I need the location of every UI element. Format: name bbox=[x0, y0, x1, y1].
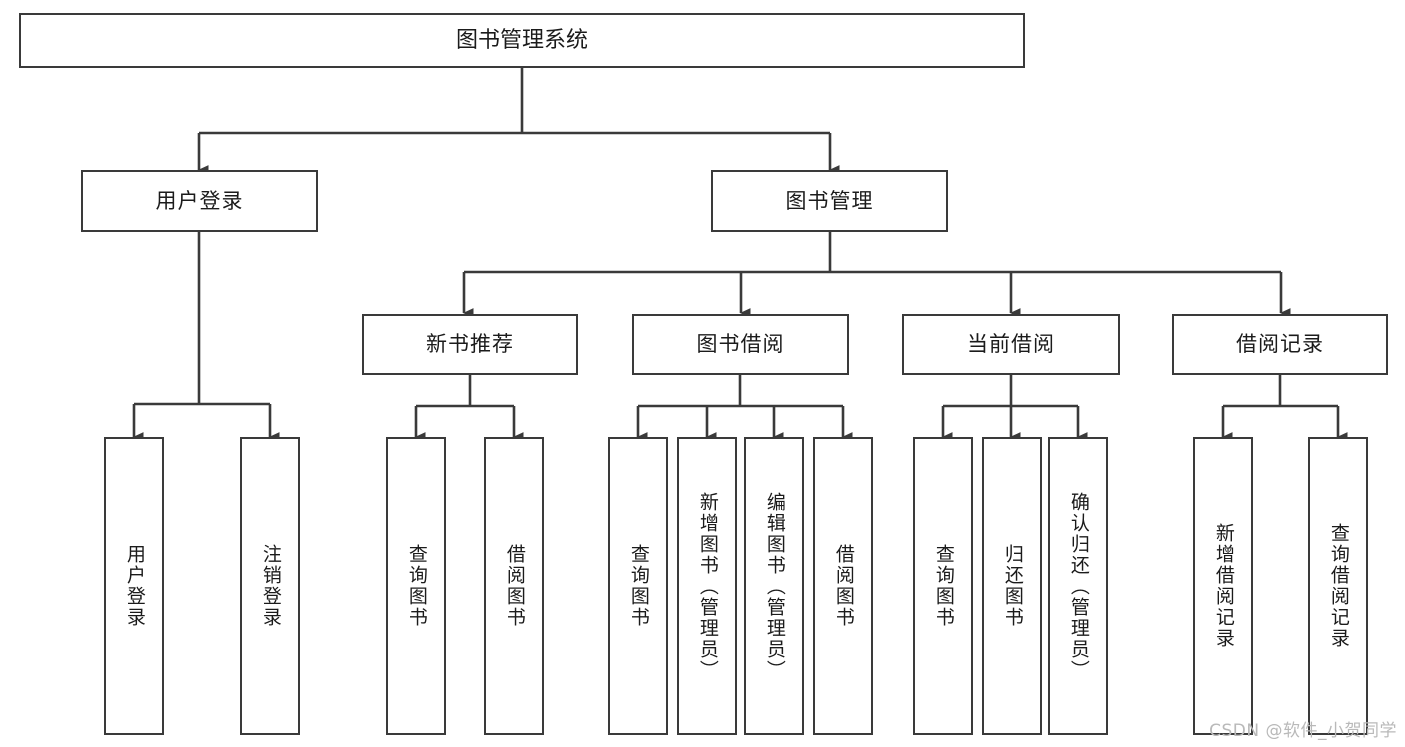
node-label: 归还图书 bbox=[1001, 544, 1024, 628]
node-label: 图书借阅 bbox=[696, 332, 785, 357]
node-book-management[interactable]: 图书管理 bbox=[711, 170, 948, 232]
node-label: 查询图书 bbox=[627, 544, 650, 628]
node-leaf-add-borrow-record[interactable]: 新增借阅记录 bbox=[1193, 437, 1253, 735]
node-leaf-logout[interactable]: 注销登录 bbox=[240, 437, 300, 735]
node-leaf-query-book-recommend[interactable]: 查询图书 bbox=[386, 437, 446, 735]
node-leaf-query-book-borrow[interactable]: 查询图书 bbox=[608, 437, 668, 735]
node-leaf-query-borrow-record[interactable]: 查询借阅记录 bbox=[1308, 437, 1368, 735]
node-label: 图书管理 bbox=[785, 188, 874, 213]
node-label: 查询图书 bbox=[932, 544, 955, 628]
node-borrow-record[interactable]: 借阅记录 bbox=[1172, 314, 1388, 375]
node-label: 用户登录 bbox=[123, 544, 146, 628]
node-leaf-edit-book-admin[interactable]: 编辑图书（管理员） bbox=[744, 437, 804, 735]
node-leaf-add-book-admin[interactable]: 新增图书（管理员） bbox=[677, 437, 737, 735]
node-leaf-confirm-return-admin[interactable]: 确认归还（管理员） bbox=[1048, 437, 1108, 735]
node-label: 借阅图书 bbox=[832, 544, 855, 628]
node-label: 新增图书（管理员） bbox=[696, 491, 719, 681]
node-user-login[interactable]: 用户登录 bbox=[81, 170, 318, 232]
node-label: 借阅图书 bbox=[503, 544, 526, 628]
node-current-borrow[interactable]: 当前借阅 bbox=[902, 314, 1120, 375]
node-leaf-borrow-book[interactable]: 借阅图书 bbox=[813, 437, 873, 735]
node-book-borrow[interactable]: 图书借阅 bbox=[632, 314, 849, 375]
watermark: CSDN @软件_小贺同学 bbox=[1209, 721, 1397, 741]
node-label: 用户登录 bbox=[155, 188, 244, 213]
node-label: 图书管理系统 bbox=[455, 27, 588, 53]
node-label: 新书推荐 bbox=[426, 332, 514, 357]
node-leaf-query-book-current[interactable]: 查询图书 bbox=[913, 437, 973, 735]
node-root-book-management-system[interactable]: 图书管理系统 bbox=[19, 13, 1025, 68]
node-new-book-recommend[interactable]: 新书推荐 bbox=[362, 314, 578, 375]
node-leaf-user-login[interactable]: 用户登录 bbox=[104, 437, 164, 735]
node-label: 确认归还（管理员） bbox=[1067, 491, 1090, 681]
node-label: 新增借阅记录 bbox=[1212, 523, 1235, 649]
node-label: 当前借阅 bbox=[967, 332, 1055, 357]
node-label: 查询图书 bbox=[405, 544, 428, 628]
node-label: 编辑图书（管理员） bbox=[763, 491, 786, 681]
node-leaf-return-book[interactable]: 归还图书 bbox=[982, 437, 1042, 735]
node-label: 查询借阅记录 bbox=[1327, 523, 1350, 649]
node-label: 借阅记录 bbox=[1236, 332, 1324, 357]
node-label: 注销登录 bbox=[259, 544, 282, 628]
node-leaf-borrow-book-recommend[interactable]: 借阅图书 bbox=[484, 437, 544, 735]
